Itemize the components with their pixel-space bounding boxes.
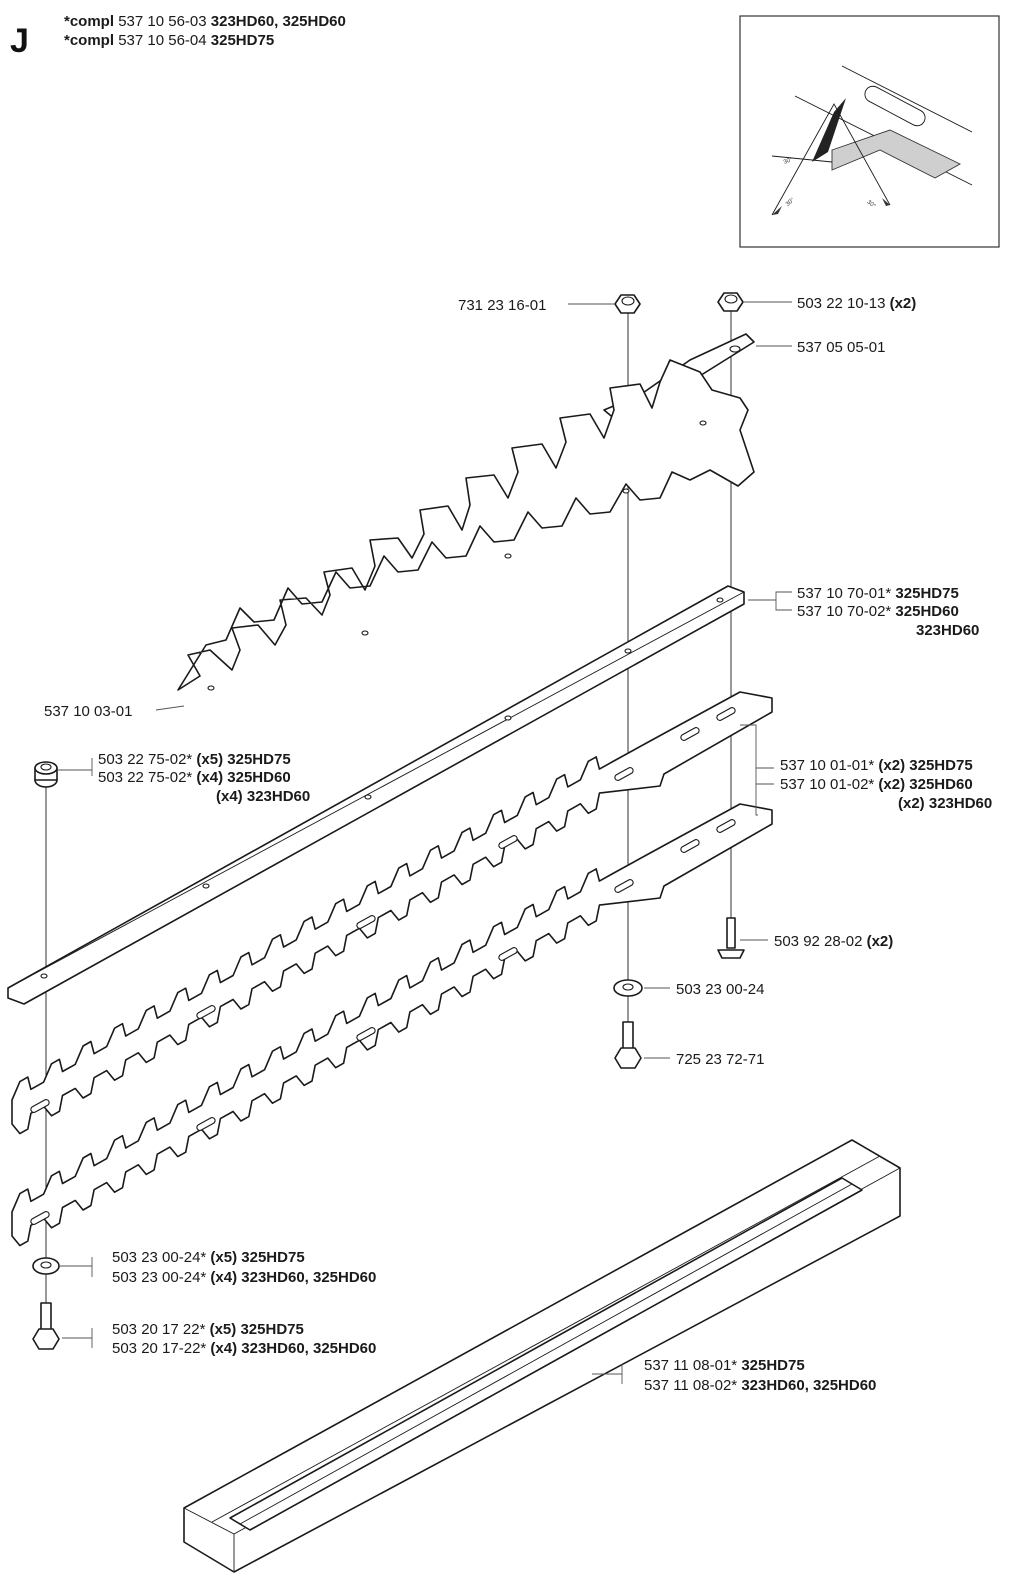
nut-top-right <box>717 292 744 312</box>
washer-left <box>32 1257 60 1275</box>
label-bolt-mid: 725 23 72-71 <box>676 1051 764 1068</box>
label-bolt-left-1: 503 20 17 22* (x5) 325HD75 <box>112 1321 304 1338</box>
angle-mark-3: 30° <box>865 199 876 210</box>
leader-lines <box>58 301 792 1384</box>
label-spacer-2: 503 22 75-02* (x4) 325HD60 <box>98 769 291 786</box>
tooth-angle-inset: 30° 30° 30° <box>739 15 1000 248</box>
label-nut-top-right: 503 22 10-13 (x2) <box>797 295 916 312</box>
label-spacer-1: 503 22 75-02* (x5) 325HD75 <box>98 751 291 768</box>
label-spacer-3: (x4) 323HD60 <box>216 788 310 805</box>
header-line-2: *compl 537 10 56-04 325HD75 <box>64 32 274 49</box>
washer-mid <box>613 979 643 997</box>
angle-mark-1: 30° <box>783 157 794 166</box>
blade-cover <box>183 1139 901 1573</box>
label-blade-guard: 537 10 03-01 <box>44 703 132 720</box>
label-blade-3: (x2) 323HD60 <box>898 795 992 812</box>
label-blade-1: 537 10 01-01* (x2) 325HD75 <box>780 757 973 774</box>
header-line-1: *compl 537 10 56-03 323HD60, 325HD60 <box>64 13 346 30</box>
callout-labels: 731 23 16-01 503 22 10-13 (x2) 537 05 05… <box>44 295 992 1394</box>
cutter-blade-upper <box>11 691 773 1135</box>
label-cover-2: 537 11 08-02* 323HD60, 325HD60 <box>644 1377 876 1394</box>
label-washer-mid: 503 23 00-24 <box>676 981 764 998</box>
label-bar-1: 537 10 70-01* 325HD75 <box>797 585 959 602</box>
cutter-blades <box>11 691 773 1247</box>
support-bar <box>7 585 745 1005</box>
bolt-left <box>32 1302 60 1350</box>
bolt-mid <box>614 1021 642 1069</box>
spacer-left <box>34 761 58 788</box>
label-plate: 537 05 05-01 <box>797 339 885 356</box>
label-washer-left-1: 503 23 00-24* (x5) 325HD75 <box>112 1249 305 1266</box>
label-bolt-left-2: 503 20 17-22* (x4) 323HD60, 325HD60 <box>112 1340 376 1357</box>
angle-mark-2: 30° <box>785 197 796 208</box>
label-screw-right: 503 92 28-02 (x2) <box>774 933 893 950</box>
label-bar-2: 537 10 70-02* 325HD60 <box>797 603 959 620</box>
screw-right <box>717 917 745 959</box>
cutter-blade-lower <box>11 803 773 1247</box>
label-washer-left-2: 503 23 00-24* (x4) 323HD60, 325HD60 <box>112 1269 376 1286</box>
label-blade-2: 537 10 01-02* (x2) 325HD60 <box>780 776 973 793</box>
label-bar-3: 323HD60 <box>916 622 979 639</box>
nut-top <box>614 294 641 314</box>
label-nut-top: 731 23 16-01 <box>458 297 546 314</box>
section-letter: J <box>10 22 29 60</box>
blade-guard <box>177 359 755 691</box>
label-cover-1: 537 11 08-01* 325HD75 <box>644 1357 805 1374</box>
